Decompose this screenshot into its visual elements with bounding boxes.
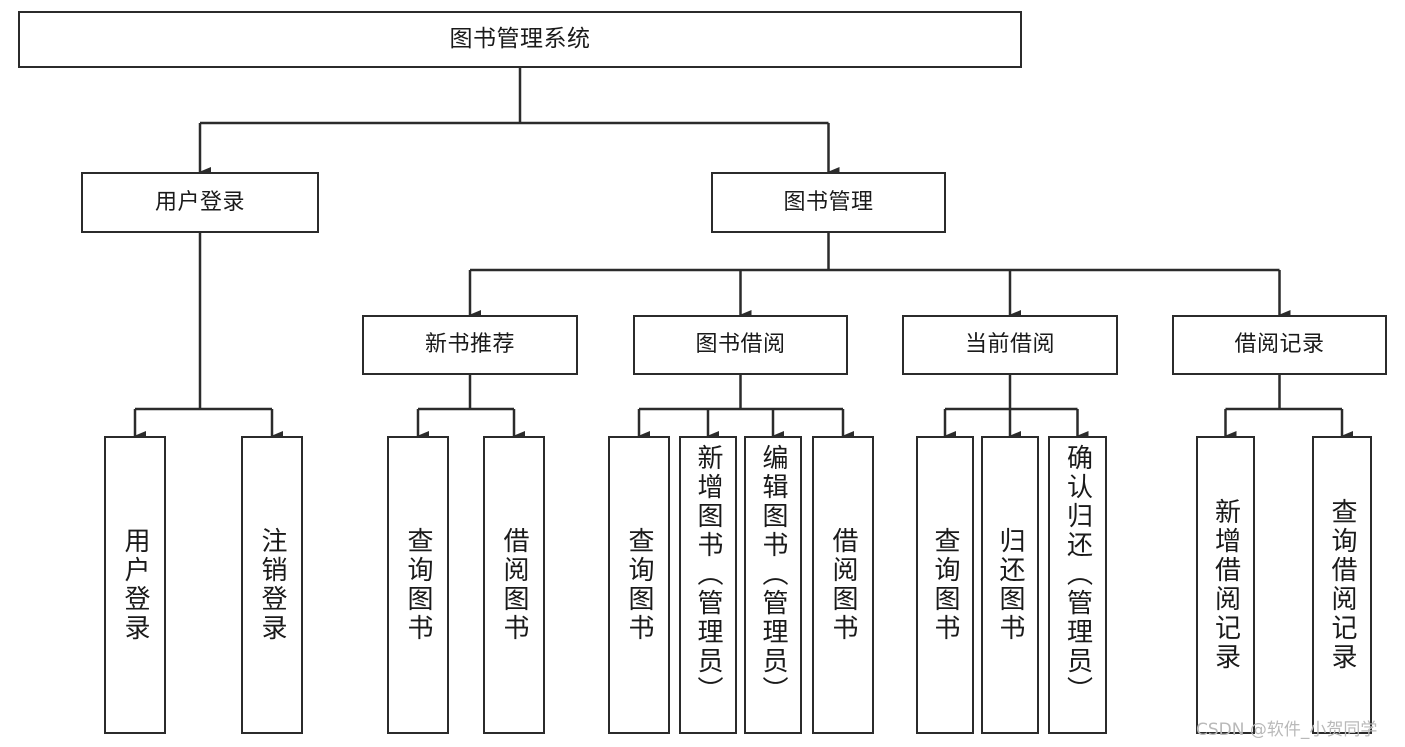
node-label: 当前借阅: [964, 332, 1055, 357]
node-label: 新书推荐: [424, 332, 515, 357]
node-label: 查询图书: [403, 527, 433, 643]
node-leaf-add-record[interactable]: 新增借阅记录: [1196, 436, 1255, 734]
node-leaf-query-book-a[interactable]: 查询图书: [387, 436, 449, 734]
node-label: 图书借阅: [695, 332, 786, 357]
node-label: 用户登录: [120, 527, 150, 643]
node-user-login[interactable]: 用户登录: [81, 172, 319, 233]
node-leaf-borrow-book-b[interactable]: 借阅图书: [812, 436, 874, 734]
node-new-book-rec[interactable]: 新书推荐: [362, 315, 578, 375]
node-book-mgmt[interactable]: 图书管理: [711, 172, 946, 233]
node-label: 编辑图书（管理员）: [758, 444, 788, 705]
node-leaf-edit-book[interactable]: 编辑图书（管理员）: [744, 436, 802, 734]
node-book-borrow[interactable]: 图书借阅: [633, 315, 848, 375]
node-leaf-borrow-book-a[interactable]: 借阅图书: [483, 436, 545, 734]
node-label: 确认归还（管理员）: [1062, 444, 1093, 705]
node-label: 查询图书: [930, 527, 960, 643]
node-leaf-add-book[interactable]: 新增图书（管理员）: [679, 436, 737, 734]
node-label: 借阅图书: [828, 527, 858, 643]
node-root[interactable]: 图书管理系统: [18, 11, 1022, 68]
node-label: 借阅记录: [1234, 332, 1325, 357]
csdn-watermark: CSDN @软件_小贺同学: [1196, 720, 1378, 740]
node-label: 新增借阅记录: [1210, 498, 1241, 672]
node-current-borrow[interactable]: 当前借阅: [902, 315, 1118, 375]
node-leaf-confirm-return[interactable]: 确认归还（管理员）: [1048, 436, 1107, 734]
node-label: 借阅图书: [499, 527, 529, 643]
node-label: 用户登录: [154, 189, 245, 215]
node-leaf-query-book-c[interactable]: 查询图书: [916, 436, 974, 734]
node-label: 查询图书: [624, 527, 654, 643]
node-label: 注销登录: [257, 527, 287, 643]
node-leaf-return-book[interactable]: 归还图书: [981, 436, 1039, 734]
node-label: 归还图书: [995, 527, 1025, 643]
node-label: 查询借阅记录: [1327, 498, 1357, 672]
node-leaf-query-book-b[interactable]: 查询图书: [608, 436, 670, 734]
node-label: 新增图书（管理员）: [693, 444, 723, 705]
node-leaf-user-login[interactable]: 用户登录: [104, 436, 166, 734]
node-borrow-records[interactable]: 借阅记录: [1172, 315, 1387, 375]
node-leaf-query-record[interactable]: 查询借阅记录: [1312, 436, 1372, 734]
node-leaf-user-logout[interactable]: 注销登录: [241, 436, 303, 734]
node-label: 图书管理: [783, 189, 874, 215]
node-label: 图书管理系统: [449, 26, 591, 52]
